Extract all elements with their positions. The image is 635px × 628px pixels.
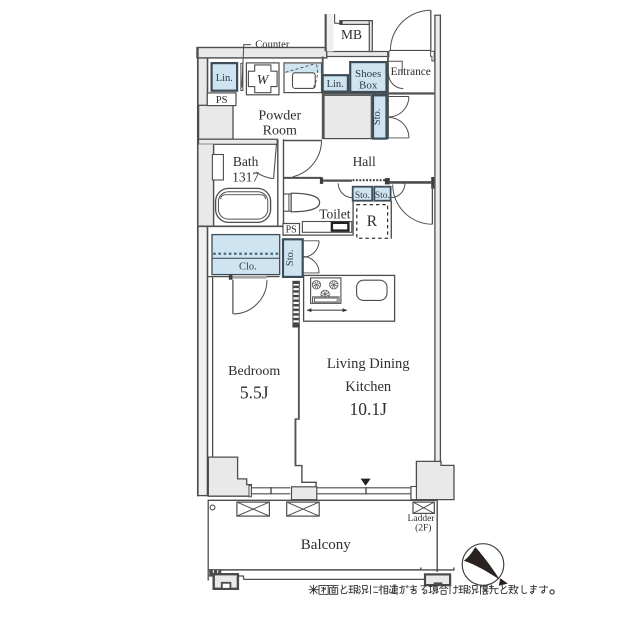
svg-text:Sto.: Sto. [355,191,370,201]
svg-text:(2F): (2F) [415,522,431,533]
svg-text:5.5J: 5.5J [240,383,269,403]
svg-text:Living Dining: Living Dining [327,356,410,372]
svg-text:Lin.: Lin. [216,73,233,84]
svg-text:Toilet: Toilet [319,207,351,222]
svg-text:Ladder: Ladder [408,514,436,524]
svg-text:Clo.: Clo. [239,262,257,273]
svg-text:Sto.: Sto. [375,191,390,201]
svg-text:Hall: Hall [353,154,376,169]
svg-text:Sto.: Sto. [372,109,383,126]
svg-text:10.1J: 10.1J [349,399,387,419]
svg-text:R: R [367,213,378,230]
svg-text:Room: Room [263,123,297,138]
svg-text:Powder: Powder [258,108,301,123]
svg-text:PS: PS [286,225,297,236]
svg-text:Counter: Counter [255,40,290,51]
svg-text:Balcony: Balcony [301,537,351,553]
svg-text:Sto.: Sto. [285,249,296,266]
svg-text:Lin.: Lin. [327,79,344,90]
svg-text:W: W [257,73,270,88]
svg-text:MB: MB [341,27,362,42]
svg-text:Box: Box [359,80,378,92]
svg-text:Shoes: Shoes [355,68,381,80]
svg-text:Bath: Bath [233,154,259,169]
svg-text:PS: PS [216,95,228,106]
svg-text:Entrance: Entrance [391,66,431,78]
svg-text:Bedroom: Bedroom [228,364,280,379]
svg-text:1317: 1317 [232,169,259,184]
svg-text:Kitchen: Kitchen [345,379,392,395]
